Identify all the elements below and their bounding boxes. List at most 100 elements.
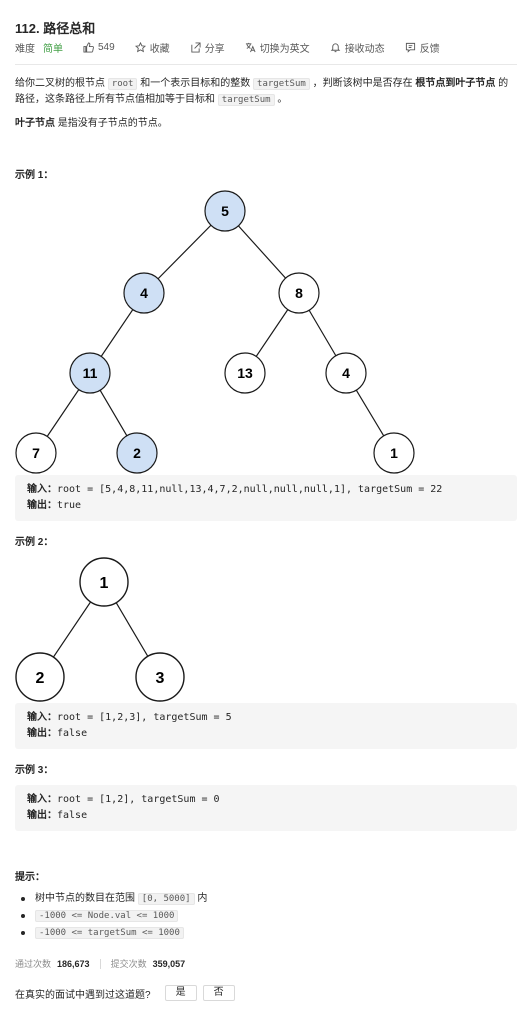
description-text: 的路径，这条路径上所有节点值相加等于目标和: [15, 78, 509, 105]
inline-code: -1000 <= Node.val <= 1000: [35, 910, 179, 922]
favorite-label: 收藏: [149, 44, 170, 55]
header-divider: [15, 64, 517, 65]
node-value: 13: [237, 365, 253, 381]
example-2-input-line: 输入：root = [1,2,3], targetSum = 5: [27, 710, 505, 726]
switch-language-label: 切换为英文: [259, 44, 310, 55]
feedback-icon: [405, 42, 415, 53]
difficulty-badge: 简单: [43, 44, 63, 55]
node-value: 11: [83, 365, 98, 381]
subscribe-label: 接收动态: [344, 44, 385, 55]
problem-meta-bar: 难度 简单 549 收藏 分享 切换为英文 接收动态 反馈: [15, 40, 460, 55]
example-3-input-line: 输入：root = [1,2], targetSum = 0: [27, 792, 505, 808]
node-value: 3: [156, 670, 165, 687]
bell-icon: [330, 43, 340, 53]
example-1-output-line: 输出：true: [27, 498, 505, 514]
like-count: 549: [98, 42, 115, 53]
interview-question-row: 在真实的面试中遇到过这道题? 是 否: [15, 985, 235, 1001]
node-value: 1: [100, 575, 109, 592]
list-item: 树中节点的数目在范围 [0, 5000] 内: [20, 891, 208, 907]
star-icon: [134, 42, 146, 53]
passed-count: 186,673: [57, 958, 90, 969]
share-label: 分享: [204, 44, 225, 55]
submitted-count: 359,057: [152, 958, 186, 969]
list-item: -1000 <= Node.val <= 1000: [20, 908, 207, 924]
example-1-input-line: 输入：root = [5,4,8,11,null,13,4,7,2,null,n…: [27, 482, 505, 498]
input-key: 输入：: [27, 712, 57, 723]
like-button[interactable]: 549: [83, 42, 115, 53]
node-value: 2: [133, 445, 141, 461]
example-2-io-block: 输入：root = [1,2,3], targetSum = 5 输出：fals…: [15, 703, 517, 749]
example-3-output-line: 输出：false: [27, 808, 505, 824]
stats-divider: [99, 958, 101, 969]
inline-code: targetSum: [217, 94, 275, 106]
tree-node: 8: [278, 272, 320, 314]
description-paragraph-1: 给你二叉树的根节点 root 和一个表示目标和的整数 targetSum ，判断…: [15, 76, 517, 108]
output-key: 输出：: [27, 810, 57, 821]
translate-icon: [245, 42, 256, 53]
example-1-io-block: 输入：root = [5,4,8,11,null,13,4,7,2,null,n…: [15, 475, 517, 521]
node-value: 2: [36, 670, 45, 687]
share-icon: [191, 42, 201, 53]
hints-list: 树中节点的数目在范围 [0, 5000] 内 -1000 <= Node.val…: [20, 891, 208, 942]
hints-label: 提示：: [15, 872, 45, 883]
tree-node: 4: [123, 272, 165, 314]
description-paragraph-2: 叶子节点 是指没有子节点的节点。: [15, 116, 517, 132]
inline-code: targetSum: [253, 78, 310, 90]
feedback-label: 反馈: [419, 44, 440, 55]
tree-node: 4: [325, 352, 367, 394]
difficulty-label: 难度: [15, 44, 35, 55]
description-text: 。: [274, 94, 288, 105]
tree-node: 2: [116, 432, 158, 474]
input-value: root = [1,2], targetSum = 0: [57, 794, 220, 805]
node-value: 7: [32, 445, 40, 461]
hint-text: 内: [194, 893, 208, 904]
node-value: 8: [295, 285, 303, 301]
tree-node: 2: [15, 652, 65, 702]
tree-node: 13: [224, 352, 266, 394]
subscribe-button[interactable]: 接收动态: [330, 40, 385, 55]
submission-stats: 通过次数 186,673 提交次数 359,057: [15, 957, 185, 970]
difficulty: 难度 简单: [15, 40, 63, 55]
inline-code: [0, 5000]: [137, 893, 195, 905]
description-bold: 叶子节点: [15, 118, 55, 129]
tree-node: 7: [15, 432, 57, 474]
tree-node: 11: [69, 352, 111, 394]
description-text: 是指没有子节点的节点。: [55, 118, 168, 129]
output-value: false: [57, 810, 88, 821]
input-key: 输入：: [27, 794, 57, 805]
favorite-button[interactable]: 收藏: [134, 40, 170, 55]
example-3-label: 示例 3：: [15, 765, 54, 776]
problem-title: 112. 路径总和: [15, 21, 96, 36]
node-value: 4: [342, 365, 350, 381]
input-value: root = [1,2,3], targetSum = 5: [57, 712, 232, 723]
output-value: false: [57, 728, 88, 739]
node-value: 4: [140, 285, 148, 301]
inline-code: -1000 <= targetSum <= 1000: [35, 927, 184, 939]
submitted-label: 提交次数: [110, 959, 147, 969]
share-button[interactable]: 分享: [190, 40, 225, 55]
interview-question: 在真实的面试中遇到过这道题?: [15, 989, 151, 1001]
thumbs-up-icon: [83, 42, 94, 53]
example-3-io-block: 输入：root = [1,2], targetSum = 0 输出：false: [15, 785, 517, 831]
no-button[interactable]: 否: [202, 985, 235, 1001]
list-item: -1000 <= targetSum <= 1000: [20, 925, 207, 941]
output-key: 输出：: [27, 728, 57, 739]
yes-button[interactable]: 是: [164, 985, 197, 1001]
description-text: 和一个表示目标和的整数: [137, 78, 254, 89]
passed-label: 通过次数: [15, 959, 52, 969]
node-value: 5: [221, 203, 229, 219]
example-2-output-line: 输出：false: [27, 726, 505, 742]
example-2-label: 示例 2：: [15, 537, 54, 548]
feedback-button[interactable]: 反馈: [405, 40, 440, 55]
tree-node: 3: [135, 652, 185, 702]
example-1-label: 示例 1：: [15, 170, 54, 181]
tree-edges: [35, 210, 395, 454]
example-1-tree-diagram: 5 4 8 11 13 4 7 2 1: [15, 190, 415, 474]
switch-language-button[interactable]: 切换为英文: [245, 40, 310, 55]
inline-code: root: [107, 78, 138, 90]
tree-node: 1: [373, 432, 415, 474]
tree-node: 1: [79, 557, 129, 607]
input-value: root = [5,4,8,11,null,13,4,7,2,null,null…: [57, 484, 443, 495]
description-bold: 根节点到叶子节点: [415, 78, 496, 89]
